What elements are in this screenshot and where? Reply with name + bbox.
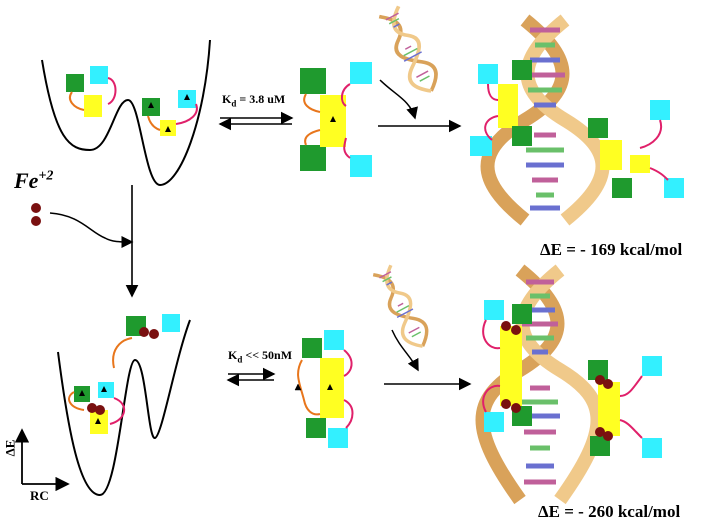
- bound-protein-top-right: [588, 100, 684, 198]
- dimer-bottom: [294, 330, 354, 448]
- iron-ion-1: [31, 203, 41, 213]
- energy-landscape-top: [41, 39, 211, 187]
- axis-x-label: RC: [30, 488, 49, 503]
- protein-state-top-right: [142, 90, 198, 136]
- protein-state-bottom-left: [68, 382, 125, 434]
- dna-helix-small-bottom: [369, 262, 436, 354]
- energy-landscape-bottom: [57, 319, 191, 497]
- protein-state-top-left: [66, 66, 117, 117]
- axis-y-label: ΔE: [2, 439, 18, 457]
- bound-protein-bottom-left: [482, 300, 532, 432]
- bound-protein-bottom-right: [588, 356, 662, 458]
- axes: [14, 428, 70, 492]
- delta-e-top: ΔE = - 169 kcal/mol: [540, 240, 683, 259]
- delta-e-bottom: ΔE = - 260 kcal/mol: [538, 502, 681, 521]
- kd-label-bottom: Kd << 50nM: [228, 348, 293, 365]
- protein-state-bottom-right: [112, 314, 180, 369]
- iron-ion-2: [31, 216, 41, 226]
- bound-protein-top-left: [470, 60, 532, 156]
- dna-helix-small-top: [375, 3, 445, 100]
- iron-label: Fe+2: [14, 168, 54, 193]
- dna-helix-large-top: [480, 14, 610, 226]
- dimer-top: [300, 62, 372, 177]
- kd-label-top: Kd = 3.8 uM: [222, 92, 286, 109]
